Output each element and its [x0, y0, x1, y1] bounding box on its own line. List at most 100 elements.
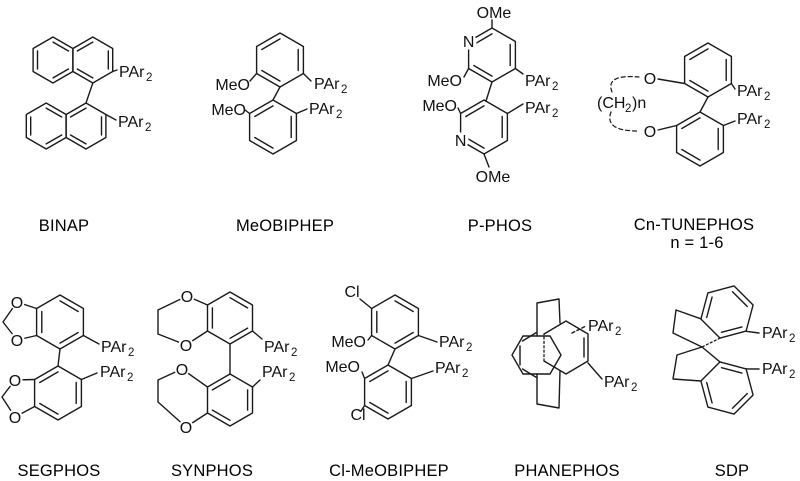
bond	[251, 330, 263, 340]
subscript-2: 2	[789, 369, 795, 381]
atom-bg	[178, 419, 194, 435]
oxygen-atom: O	[180, 420, 192, 437]
methylene-chain-label: (CH	[597, 95, 625, 112]
bond	[251, 379, 261, 388]
methoxy-label: MeO	[215, 77, 250, 94]
oxygen-atom: O	[644, 71, 656, 88]
methoxy-label: OMe	[476, 169, 511, 186]
atom-bg	[642, 70, 658, 86]
bond	[745, 330, 760, 334]
bond	[111, 69, 118, 73]
benzene-ring	[675, 111, 725, 167]
bond	[506, 103, 524, 115]
par2-label: PAr	[262, 364, 288, 381]
subscript-2: 2	[764, 91, 770, 103]
bond	[80, 372, 98, 381]
subscript-2: 2	[552, 108, 558, 120]
benzene-ring	[700, 285, 754, 339]
structure-sdp: PAr 2 PAr 2	[672, 285, 795, 415]
subscript-2: 2	[289, 372, 295, 384]
tether-bond	[610, 75, 640, 93]
bond	[514, 67, 524, 75]
bond	[417, 334, 438, 343]
bond	[730, 82, 736, 90]
subscript-2: 2	[789, 333, 795, 345]
atom-bg	[460, 33, 477, 50]
par2-label: PAr	[118, 114, 144, 131]
subscript-2: 2	[552, 81, 558, 93]
subscript-2: 2	[145, 122, 151, 134]
subscript-2: 2	[146, 72, 152, 84]
par2-label: PAr	[525, 100, 551, 117]
bond	[295, 108, 308, 115]
stereo-bond	[701, 337, 721, 348]
atom-bg	[179, 288, 195, 304]
bond	[360, 404, 366, 412]
structure-binap: PAr 2 PAr 2	[25, 36, 152, 150]
methoxy-label: MeO	[427, 73, 462, 90]
benzene-ring	[72, 36, 114, 84]
subscript-2: 2	[631, 382, 637, 394]
double-bond-inner	[521, 331, 538, 342]
bond	[249, 72, 258, 82]
bond	[657, 124, 678, 131]
par2-label: PAr	[762, 361, 788, 378]
oxygen-atom: O	[644, 124, 656, 141]
nitrogen-atom: N	[455, 133, 467, 150]
bond	[302, 72, 312, 82]
bond	[485, 81, 493, 102]
oxygen-atom: O	[181, 289, 193, 306]
atom-bg	[452, 132, 469, 149]
ligand-note-tunephos: n = 1-6	[670, 234, 723, 252]
atom-bg	[174, 361, 190, 377]
bond	[387, 348, 396, 366]
par2-label: PAr	[525, 73, 551, 90]
par2-label: PAr	[314, 76, 340, 93]
benzene-ring	[206, 291, 254, 345]
par2-label: PAr	[435, 360, 461, 377]
nitrogen-atom: N	[463, 34, 475, 51]
bond	[244, 109, 251, 115]
oxygen-atom: O	[180, 338, 192, 355]
bond	[105, 113, 117, 121]
ligand-name-clmeobiphep: Cl-MeOBIPHEP	[329, 462, 449, 480]
pyridine-ring	[467, 27, 517, 83]
bond	[701, 346, 721, 363]
oxygen-atom: O	[9, 410, 21, 427]
bond	[82, 334, 100, 345]
cyclopentane-ring	[672, 346, 703, 382]
benzene-ring	[370, 294, 420, 350]
subscript-2: 2	[462, 368, 468, 380]
structure-tunephos: O O (CH 2 )n PAr 2 PAr 2	[597, 42, 770, 167]
ethylene-bridge	[536, 298, 561, 337]
benzene-ring	[683, 42, 733, 98]
bond	[483, 153, 490, 168]
methoxy-label: MeO	[325, 359, 360, 376]
atom-bg	[642, 123, 658, 139]
structure-synphos: O O O O PAr 2 PAr 2	[157, 288, 297, 437]
bond	[657, 78, 686, 85]
bond	[463, 67, 470, 78]
methoxy-label: MeO	[331, 334, 366, 351]
subscript-2: 2	[615, 326, 621, 338]
pyridine-ring	[459, 99, 509, 155]
chlorine-atom: Cl	[344, 284, 359, 301]
par2-label: PAr	[737, 83, 763, 100]
stereo-bond	[571, 325, 587, 334]
subscript-2: 2	[127, 372, 133, 384]
subscript-2: 2	[625, 103, 631, 115]
bond	[361, 371, 366, 380]
par2-label: PAr	[762, 325, 788, 342]
structure-pphos: OMe N MeO PAr 2 MeO PAr 2 N OMe	[422, 5, 558, 186]
benzene-ring	[363, 364, 413, 420]
oxygen-atom: O	[9, 373, 21, 390]
benzene-ring	[33, 365, 83, 421]
oxygen-atom: O	[176, 362, 188, 379]
par2-label: PAr	[309, 101, 335, 118]
bond	[457, 107, 462, 115]
benzene-ring	[65, 102, 107, 150]
benzene-ring	[206, 373, 254, 427]
structure-phanephos: PAr 2 PAr 2	[511, 298, 637, 409]
subscript-2: 2	[466, 342, 472, 354]
